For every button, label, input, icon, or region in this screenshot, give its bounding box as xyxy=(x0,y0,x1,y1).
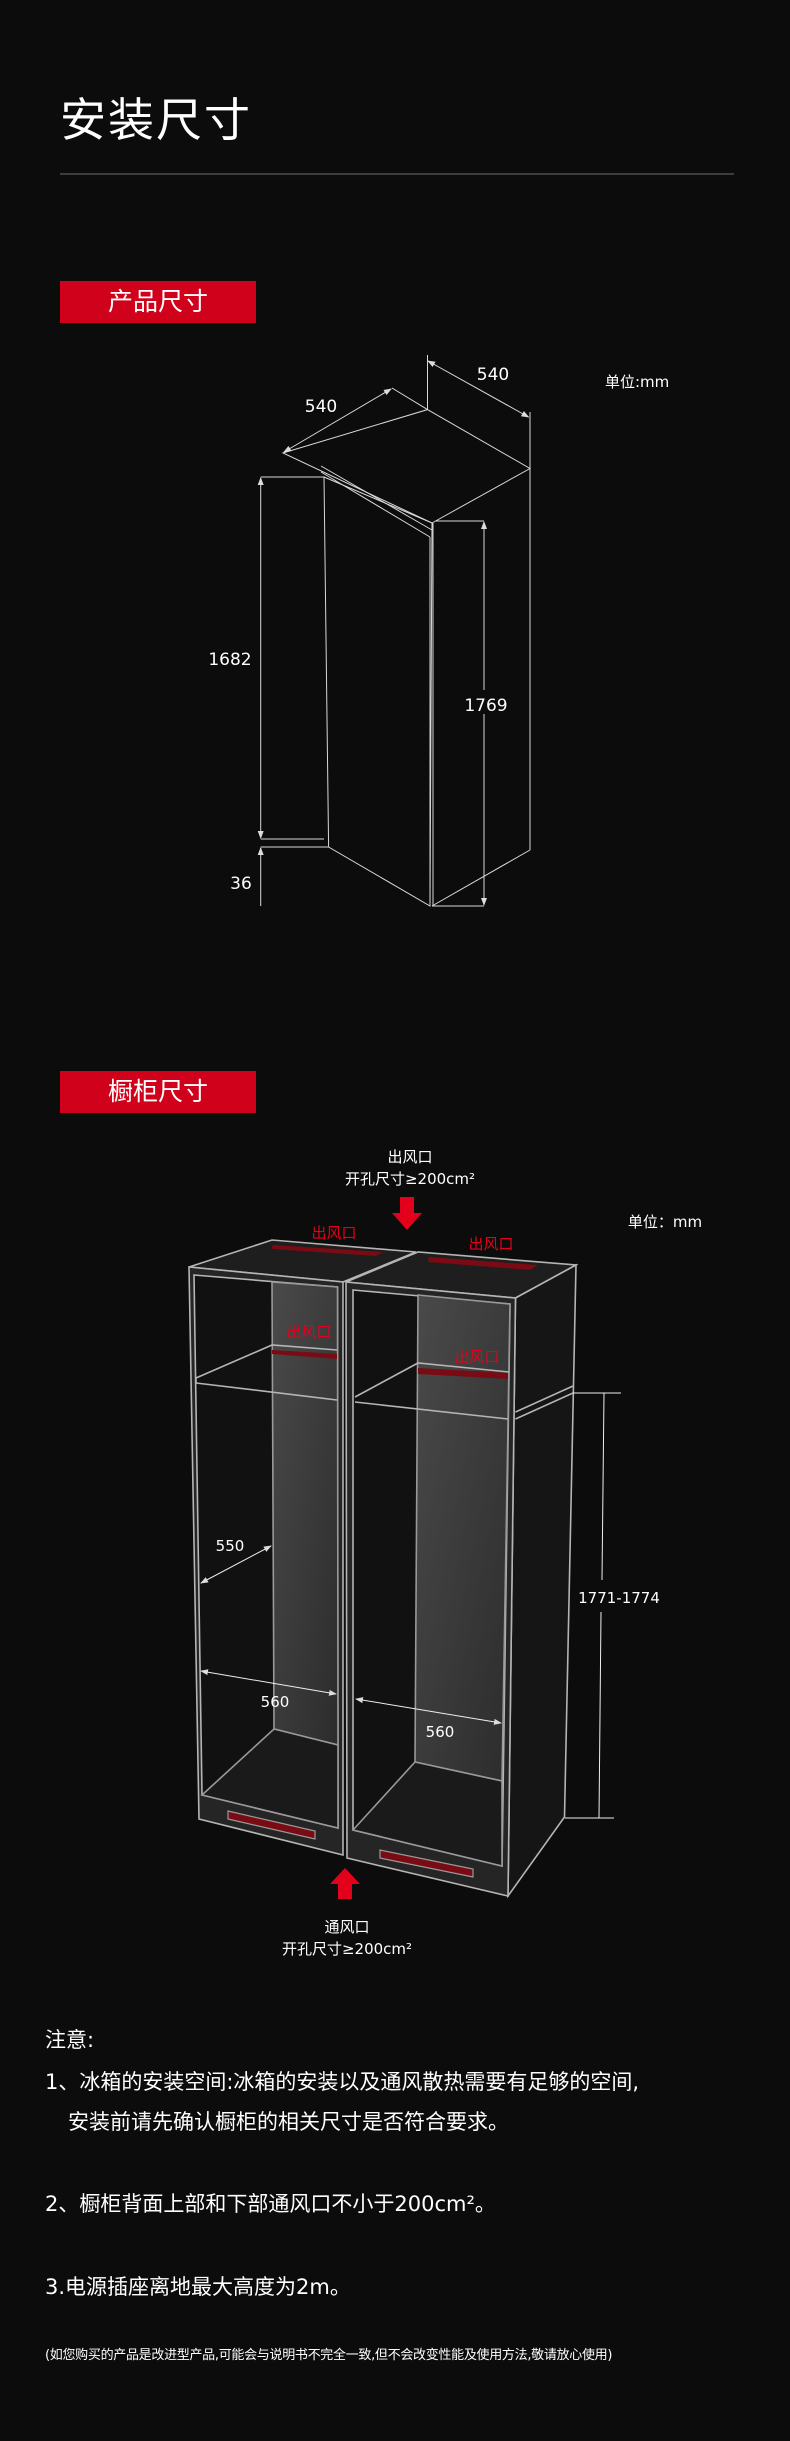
width-label: 540 xyxy=(305,397,337,417)
bottom-vent-spec: 开孔尺寸≥200cm² xyxy=(282,1940,412,1958)
right-bottom-vent xyxy=(379,1849,474,1878)
left-top-vent-label: 出风口 xyxy=(311,1224,356,1242)
right-top-vent-label: 出风口 xyxy=(468,1235,513,1253)
note-item-1: 1、冰箱的安装空间:冰箱的安装以及通风散热需要有足够的空间, xyxy=(45,2070,640,2094)
cabinet-depth-label: 550 xyxy=(216,1537,245,1555)
left-bottom-vent xyxy=(227,1810,316,1840)
width-dimension-line xyxy=(283,388,392,453)
fridge-hinge-strip xyxy=(320,465,433,531)
note-item-1-continued: 安装前请先确认橱柜的相关尺寸是否符合要求。 xyxy=(68,2110,509,2134)
product-dimension-labels: 540 540 1682 36 1769 单位:mm xyxy=(208,365,669,894)
left-width-label: 560 xyxy=(261,1693,290,1711)
left-width-dimension-line xyxy=(200,1669,337,1696)
right-width-label: 560 xyxy=(426,1723,455,1741)
unit-label: 单位:mm xyxy=(605,373,669,391)
cabinet-height-label: 1771-1774 xyxy=(578,1589,660,1607)
cabinet-size-badge: 橱柜尺寸 xyxy=(60,1071,256,1113)
top-vent-spec: 开孔尺寸≥200cm² xyxy=(345,1170,475,1188)
note-item-2: 2、橱柜背面上部和下部通风口不小于200cm²。 xyxy=(45,2192,496,2216)
cabinet-drawing xyxy=(188,1197,621,1899)
product-size-badge: 产品尺寸 xyxy=(60,281,256,323)
base-height-label: 36 xyxy=(230,874,252,894)
left-inner-vent xyxy=(272,1350,337,1359)
arrow-down-icon xyxy=(392,1197,422,1230)
cabinet-depth-dimension-line xyxy=(200,1545,272,1584)
fridge-top-face xyxy=(281,409,532,524)
left-inner-vent-label: 出风口 xyxy=(286,1323,331,1341)
cabinet-labels: 出风口 开孔尺寸≥200cm² 单位：mm 出风口 出风口 出风口 出风口 55… xyxy=(216,1148,702,1958)
total-height-label: 1769 xyxy=(464,696,507,716)
right-inner-vent xyxy=(418,1368,508,1379)
title-divider xyxy=(60,173,734,175)
notes-heading: 注意: xyxy=(45,2028,95,2052)
cabinet-unit-label: 单位：mm xyxy=(628,1213,702,1231)
note-item-3: 3.电源插座离地最大高度为2m。 xyxy=(45,2275,351,2299)
footnote: (如您购买的产品是改进型产品,可能会与说明书不完全一致,但不会改变性能及使用方法… xyxy=(45,2348,613,2363)
right-width-dimension-line xyxy=(355,1697,502,1725)
fridge-front-face xyxy=(323,476,433,907)
top-vent-title: 出风口 xyxy=(387,1148,432,1166)
arrow-up-icon xyxy=(330,1868,360,1899)
left-top-vent xyxy=(272,1245,383,1256)
right-top-vent xyxy=(428,1257,538,1270)
bottom-vent-title: 通风口 xyxy=(324,1918,369,1936)
page-title: 安装尺寸 xyxy=(60,93,252,147)
door-height-label: 1682 xyxy=(208,650,251,670)
depth-label: 540 xyxy=(477,365,509,385)
right-inner-vent-label: 出风口 xyxy=(454,1348,499,1366)
height-dimension-line xyxy=(601,1392,605,1581)
product-fridge-drawing xyxy=(257,355,532,907)
depth-dimension-line xyxy=(427,360,530,418)
